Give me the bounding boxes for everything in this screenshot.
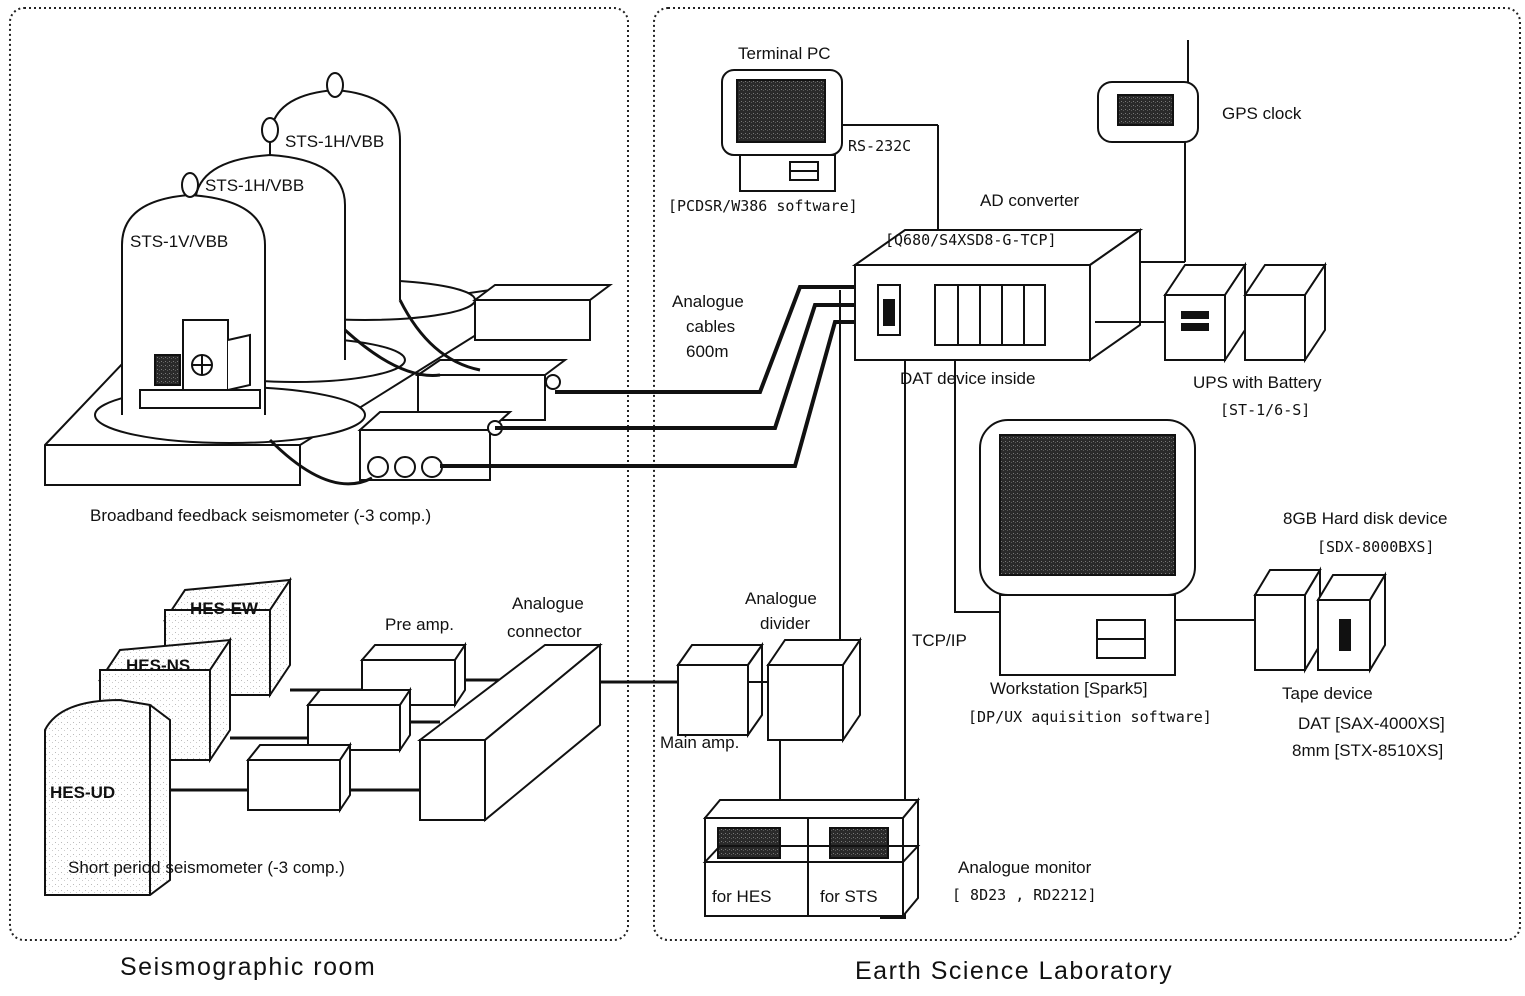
ad-converter-unit xyxy=(851,228,1144,362)
sts-1h-label-back: STS-1H/VBB xyxy=(285,132,385,151)
dat-device-inside-label: DAT device inside xyxy=(900,369,1036,388)
analogue-cables-label-1: Analogue xyxy=(672,292,744,311)
pre-amp-1 xyxy=(359,641,467,709)
hes-ud-label: HES-UD xyxy=(50,783,116,802)
analogue-cables xyxy=(440,285,855,468)
dat-model-label: DAT [SAX-4000XS] xyxy=(1298,714,1445,733)
control-box-3 xyxy=(357,411,513,481)
gps-clock-label: GPS clock xyxy=(1222,104,1302,123)
short-period-seismometer-group xyxy=(44,576,292,896)
pre-amp-2 xyxy=(305,686,412,754)
hdd-model-label: [SDX-8000BXS] xyxy=(1317,538,1435,556)
terminal-pc xyxy=(721,69,843,192)
hes-ns-label: HES-NS xyxy=(126,656,191,675)
seismographic-room-title: Seismographic room xyxy=(120,953,377,981)
analogue-connector-label-1: Analogue xyxy=(512,594,584,613)
ups-label: UPS with Battery xyxy=(1193,373,1322,392)
pcdsr-label: [PCDSR/W386 software] xyxy=(668,197,858,215)
analogue-divider xyxy=(748,636,862,808)
rs232c-label: RS-232C xyxy=(848,137,912,155)
terminal-pc-label: Terminal PC xyxy=(738,44,831,63)
hes-ew-label: HES-EW xyxy=(190,599,258,618)
analogue-monitor-label: Analogue monitor xyxy=(958,858,1092,877)
for-hes-label: for HES xyxy=(712,887,772,906)
pre-amp-label: Pre amp. xyxy=(385,615,454,634)
laboratory-room-border xyxy=(653,7,1521,941)
ups-with-battery xyxy=(1095,261,1327,364)
earth-science-laboratory-title: Earth Science Laboratory xyxy=(855,957,1174,985)
analogue-divider-label-1: Analogue xyxy=(745,589,817,608)
analogue-connector-label-2: connector xyxy=(507,622,582,641)
analogue-monitors xyxy=(702,797,921,919)
analogue-cables-label-2: cables xyxy=(686,317,736,336)
tcpip-label: TCP/IP xyxy=(912,631,967,650)
hdd-label: 8GB Hard disk device xyxy=(1283,509,1448,528)
bell-jar-sts1v-front xyxy=(94,172,366,444)
dpux-label: [DP/UX aquisition software] xyxy=(968,708,1212,726)
gps-clock xyxy=(1097,40,1199,272)
analogue-cables-label-3: 600m xyxy=(686,342,729,361)
q680-label: [Q680/S4XSD8-G-TCP] xyxy=(885,231,1057,249)
sts-1h-label-mid: STS-1H/VBB xyxy=(205,176,305,195)
pre-amp-boxes xyxy=(245,641,467,814)
analogue-connector xyxy=(417,642,603,823)
pre-amp-3 xyxy=(245,741,352,814)
workstation-label: Workstation [Spark5] xyxy=(990,679,1148,698)
tape-device-label: Tape device xyxy=(1282,684,1373,703)
control-box-1 xyxy=(472,284,613,341)
monitor-model-label: [ 8D23 , RD2212] xyxy=(952,886,1097,904)
8mm-model-label: 8mm [STX-8510XS] xyxy=(1292,741,1444,760)
hard-disk-device xyxy=(1253,566,1322,674)
seismographic-room-border xyxy=(9,7,629,941)
tape-device xyxy=(1316,571,1387,674)
ad-converter-label: AD converter xyxy=(980,191,1080,210)
short-period-caption: Short period seismometer (-3 comp.) xyxy=(68,858,345,877)
sts-1v-label: STS-1V/VBB xyxy=(130,232,229,251)
ups-model-label: [ST-1/6-S] xyxy=(1220,401,1311,419)
workstation xyxy=(979,419,1255,676)
main-amp-label: Main amp. xyxy=(660,733,740,752)
main-amp xyxy=(676,641,764,739)
broadband-caption: Broadband feedback seismometer (-3 comp.… xyxy=(90,506,432,525)
hes-ud-box xyxy=(44,698,171,896)
for-sts-label: for STS xyxy=(820,887,878,906)
broadband-seismometer-group xyxy=(44,72,613,486)
analogue-divider-label-2: divider xyxy=(760,614,811,633)
